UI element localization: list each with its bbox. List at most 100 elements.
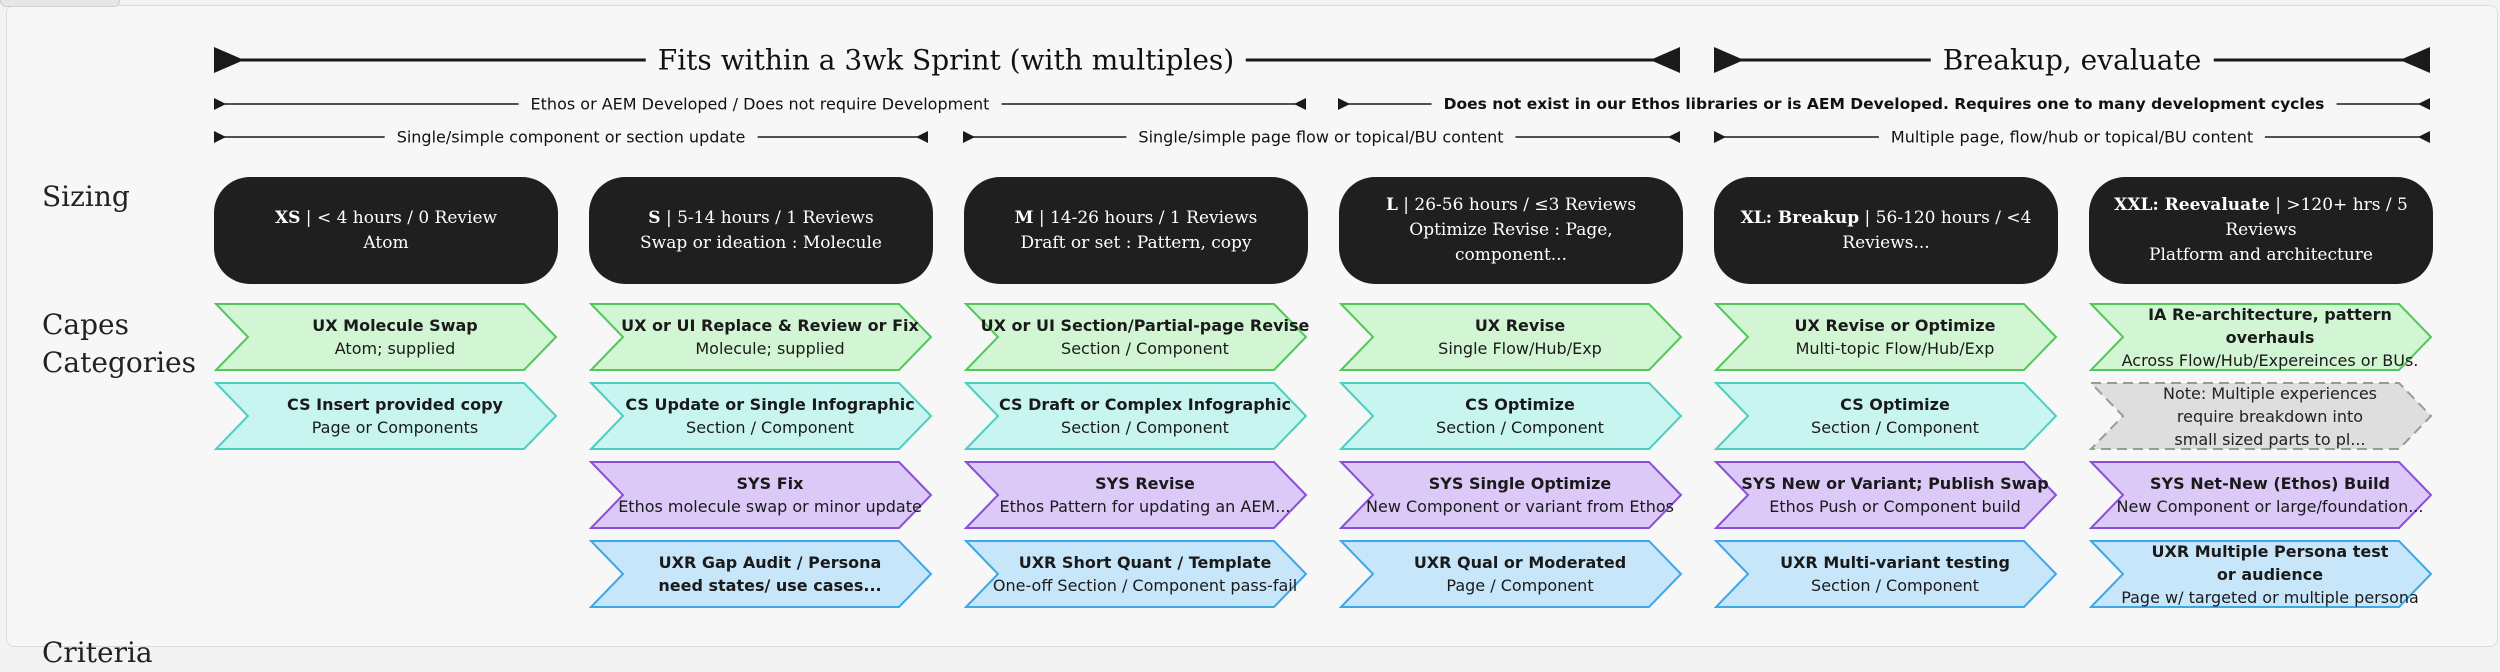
size-sub: Reviews... bbox=[1842, 232, 1930, 253]
category-title: CS Insert provided copy bbox=[287, 395, 503, 414]
category-subtitle: Section / Component bbox=[1811, 418, 1979, 437]
category-subtitle: Ethos molecule swap or minor update bbox=[618, 497, 922, 516]
ruler-single-component-label: Single/simple component or section updat… bbox=[384, 127, 758, 147]
ruler-multiple-page-label: Multiple page, flow/hub or topical/BU co… bbox=[1878, 127, 2266, 147]
category-title: UX Molecule Swap bbox=[312, 316, 478, 335]
category-subtitle: Page w/ targeted or multiple persona bbox=[2121, 587, 2419, 607]
category-subtitle: Section / Component bbox=[1061, 339, 1229, 358]
category-subtitle: Page or Components bbox=[311, 418, 479, 437]
sprint-end-arrow bbox=[1650, 47, 1680, 73]
category-title: UXR Multi-variant testing bbox=[1780, 553, 2010, 572]
category-subtitle: Multi-topic Flow/Hub/Exp bbox=[1795, 339, 1995, 358]
size-code: S bbox=[648, 207, 661, 228]
category-subtitle: One-off Section / Component pass-fail bbox=[992, 576, 1298, 595]
size-code: XL: Breakup bbox=[1740, 207, 1860, 228]
category-title: UXR Qual or Moderated bbox=[1413, 553, 1627, 572]
category-subtitle: Note: Multiple experiences require break… bbox=[2162, 383, 2377, 449]
breakup-start-arrow bbox=[1714, 47, 1744, 73]
category-subtitle: Molecule; supplied bbox=[695, 339, 845, 358]
category-title: UX Revise or Optimize bbox=[1794, 316, 1996, 335]
category-title: CS Optimize bbox=[1465, 395, 1575, 414]
category-title: CS Optimize bbox=[1840, 395, 1950, 414]
ruler-breakup-label: Breakup, evaluate bbox=[1930, 43, 2214, 77]
size-detail: | < 4 hours / 0 Review bbox=[300, 207, 498, 228]
size-code: L bbox=[1385, 195, 1398, 215]
category-subtitle: Atom; supplied bbox=[334, 339, 456, 358]
size-line: S | 5-14 hours / 1 Reviews bbox=[648, 206, 873, 231]
size-code: XXL: Reevaluate bbox=[2114, 195, 2270, 215]
size-detail: | 5-14 hours / 1 Reviews bbox=[660, 207, 874, 228]
size-sub: Swap or ideation : Molecule bbox=[640, 232, 882, 253]
category-title: SYS Single Optimize bbox=[1428, 474, 1612, 493]
category-subtitle: Section / Component bbox=[1436, 418, 1604, 437]
size-code: XS bbox=[274, 207, 301, 228]
size-detail: | 14-26 hours / 1 Reviews bbox=[1033, 207, 1258, 228]
row-label-criteria: Criteria bbox=[42, 636, 153, 669]
category-subtitle: Ethos Pattern for updating an AEM... bbox=[999, 497, 1291, 516]
category-title: CS Update or Single Infographic bbox=[625, 395, 915, 414]
category-title: IA Re-architecture, pattern overhauls bbox=[2148, 304, 2392, 347]
category-title: UXR Gap Audit / Persona need states/ use… bbox=[658, 553, 882, 595]
category-chevron-uxr[interactable]: UXR Gap Audit / Persona need states/ use… bbox=[589, 539, 933, 609]
size-sub: Optimize Revise : Page, component... bbox=[1409, 220, 1613, 265]
row-label-categories: Categories bbox=[42, 346, 196, 379]
ruler-not-exist-label: Does not exist in our Ethos libraries or… bbox=[1431, 95, 2337, 113]
size-box-xl-breakup: XL: Breakup | 56-120 hours / <4 Reviews..… bbox=[1714, 177, 2058, 284]
category-title: UXR Multiple Persona test or audience bbox=[2151, 541, 2389, 584]
category-text: UXR Gap Audit / Persona need states/ use… bbox=[647, 539, 893, 609]
size-sub: Platform and architecture bbox=[2149, 245, 2373, 265]
category-subtitle: Single Flow/Hub/Exp bbox=[1438, 339, 1602, 358]
size-line: XS | < 4 hours / 0 Review bbox=[275, 206, 497, 231]
category-title: UXR Short Quant / Template bbox=[1018, 553, 1272, 572]
category-chevron-note[interactable]: Note: Multiple experiences require break… bbox=[2089, 381, 2433, 451]
category-title: SYS New or Variant; Publish Swap bbox=[1741, 474, 2049, 493]
category-subtitle: Section / Component bbox=[1811, 576, 1979, 595]
category-subtitle: Page / Component bbox=[1446, 576, 1594, 595]
category-title: CS Draft or Complex Infographic bbox=[998, 395, 1292, 414]
size-detail: | 56-120 hours / <4 bbox=[1859, 207, 2032, 228]
ruler-single-page-label: Single/simple page flow or topical/BU co… bbox=[1126, 127, 1516, 147]
size-code: M bbox=[1014, 207, 1034, 228]
category-title: SYS Revise bbox=[1095, 474, 1195, 493]
size-line: L | 26-56 hours / ≤3 Reviews bbox=[1386, 193, 1636, 218]
size-detail: | 26-56 hours / ≤3 Reviews bbox=[1397, 195, 1637, 215]
size-detail: | >120+ hrs / 5 Reviews bbox=[2225, 195, 2408, 240]
breakup-end-arrow bbox=[2400, 47, 2430, 73]
